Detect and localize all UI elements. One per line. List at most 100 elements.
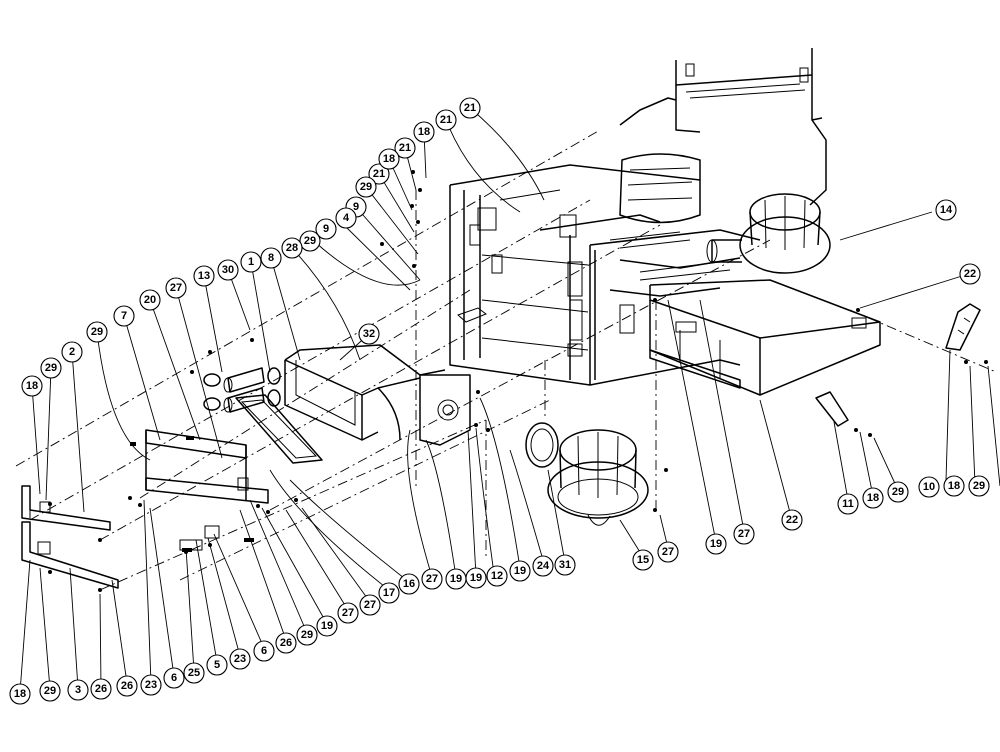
callout-27b: 27 [733, 523, 755, 545]
svg-text:32: 32 [363, 328, 375, 340]
leader-lines [19, 107, 1000, 693]
svg-text:19: 19 [470, 572, 482, 584]
svg-text:9: 9 [323, 223, 329, 235]
callout-18c: 18 [21, 375, 43, 397]
callout-18e: 18 [862, 487, 884, 509]
svg-text:18: 18 [867, 492, 879, 504]
callout-20: 20 [139, 289, 161, 311]
callout-26b: 26 [116, 675, 138, 697]
callout-29a: 29 [355, 176, 377, 198]
svg-text:30: 30 [222, 264, 234, 276]
center-lines [15, 129, 997, 591]
callout-14: 14 [935, 199, 957, 221]
callout-19c: 19 [465, 567, 487, 589]
callout-19e: 19 [316, 615, 338, 637]
callout-10: 10 [918, 476, 940, 498]
bracket-3 [21, 521, 119, 589]
callout-29h: 29 [39, 680, 61, 702]
svg-text:14: 14 [940, 204, 953, 216]
blower-14 [706, 193, 831, 274]
filter-frame-16 [235, 394, 323, 464]
callout-29c: 29 [86, 321, 108, 343]
callout-13: 13 [193, 265, 215, 287]
svg-text:27: 27 [426, 573, 438, 585]
callout-30: 30 [217, 259, 239, 281]
bracket-2 [21, 485, 111, 531]
callout-12: 12 [486, 565, 508, 587]
svg-text:3: 3 [75, 684, 81, 696]
svg-text:29: 29 [44, 685, 56, 697]
gasket-31 [525, 422, 559, 468]
callout-11: 11 [837, 493, 859, 515]
svg-text:19: 19 [321, 620, 333, 632]
svg-text:29: 29 [304, 235, 316, 247]
callout-27f: 27 [337, 602, 359, 624]
duct-housing [284, 344, 471, 446]
svg-text:5: 5 [214, 659, 220, 671]
svg-text:29: 29 [91, 326, 103, 338]
svg-text:6: 6 [261, 645, 267, 657]
svg-text:18: 18 [418, 126, 430, 138]
callout-26a: 26 [275, 632, 297, 654]
callout-32: 32 [358, 323, 380, 345]
svg-text:18: 18 [383, 153, 395, 165]
svg-text:19: 19 [514, 565, 526, 577]
svg-text:25: 25 [188, 667, 200, 679]
svg-text:24: 24 [537, 560, 550, 572]
svg-text:7: 7 [121, 310, 127, 322]
callout-21d: 21 [368, 163, 390, 185]
svg-text:17: 17 [383, 587, 395, 599]
svg-text:22: 22 [964, 268, 976, 280]
svg-text:27: 27 [364, 599, 376, 611]
callout-19d: 19 [445, 568, 467, 590]
callout-29g: 29 [296, 624, 318, 646]
callout-22a: 22 [959, 263, 981, 285]
callout-23b: 23 [140, 674, 162, 696]
callout-6a: 6 [253, 640, 275, 662]
svg-text:27: 27 [342, 607, 354, 619]
callout-21c: 21 [394, 137, 416, 159]
callout-8: 8 [260, 247, 282, 269]
callout-24: 24 [532, 555, 554, 577]
svg-text:13: 13 [198, 270, 210, 282]
shield-11 [815, 391, 849, 427]
callout-17: 17 [378, 582, 400, 604]
svg-text:12: 12 [491, 570, 503, 582]
callout-21b: 21 [435, 109, 457, 131]
callout-18f: 18 [9, 683, 31, 705]
mounting-plate-7 [145, 429, 269, 504]
svg-text:6: 6 [171, 672, 177, 684]
hardware [48, 170, 988, 592]
svg-text:29: 29 [973, 480, 985, 492]
callout-27d: 27 [421, 568, 443, 590]
callout-29d: 29 [40, 357, 62, 379]
rear-tray [649, 279, 881, 396]
svg-text:31: 31 [559, 559, 571, 571]
callout-27e: 27 [359, 594, 381, 616]
svg-text:18: 18 [14, 688, 26, 700]
callout-19b: 19 [509, 560, 531, 582]
svg-text:29: 29 [892, 486, 904, 498]
svg-text:22: 22 [786, 514, 798, 526]
callout-28: 28 [281, 237, 303, 259]
callout-27c: 27 [657, 541, 679, 563]
callout-29f: 29 [887, 481, 909, 503]
svg-text:26: 26 [280, 637, 292, 649]
svg-text:21: 21 [373, 168, 385, 180]
callout-7: 7 [113, 305, 135, 327]
callout-25: 25 [183, 662, 205, 684]
callout-29b: 29 [299, 230, 321, 252]
callout-9b: 9 [315, 218, 337, 240]
svg-text:21: 21 [464, 102, 476, 114]
callout-18a: 18 [413, 121, 435, 143]
callout-31: 31 [554, 554, 576, 576]
svg-text:23: 23 [234, 653, 246, 665]
svg-text:19: 19 [450, 573, 462, 585]
svg-text:27: 27 [662, 546, 674, 558]
tubes-13 [203, 367, 281, 413]
svg-text:26: 26 [95, 683, 107, 695]
shield-10 [945, 303, 981, 351]
svg-text:29: 29 [360, 181, 372, 193]
svg-text:27: 27 [170, 282, 182, 294]
